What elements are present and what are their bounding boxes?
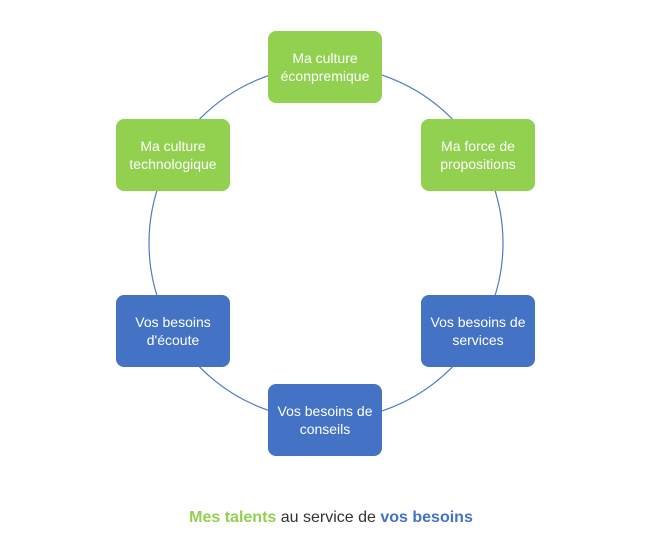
node-label: Vos besoins de services bbox=[430, 314, 526, 348]
diagram-caption: Mes talents au service de vos besoins bbox=[0, 509, 662, 527]
node-label: Vos besoins d'écoute bbox=[135, 314, 211, 348]
node-label: Ma force de propositions bbox=[440, 138, 516, 172]
node-besoins-ecoute: Vos besoins d'écoute bbox=[116, 295, 230, 367]
caption-talents: Mes talents bbox=[189, 509, 277, 526]
caption-middle: au service de bbox=[276, 509, 381, 526]
node-culture-technologique: Ma culture technologique bbox=[116, 119, 230, 191]
node-label: Ma culture technologique bbox=[129, 138, 217, 172]
node-label: Vos besoins de conseils bbox=[277, 403, 373, 437]
node-culture-economique: Ma culture éconpremique bbox=[268, 31, 382, 103]
caption-besoins: vos besoins bbox=[380, 509, 473, 526]
node-besoins-services: Vos besoins de services bbox=[421, 295, 535, 367]
node-besoins-conseils: Vos besoins de conseils bbox=[268, 384, 382, 456]
node-force-propositions: Ma force de propositions bbox=[421, 119, 535, 191]
node-label: Ma culture éconpremique bbox=[280, 50, 370, 84]
